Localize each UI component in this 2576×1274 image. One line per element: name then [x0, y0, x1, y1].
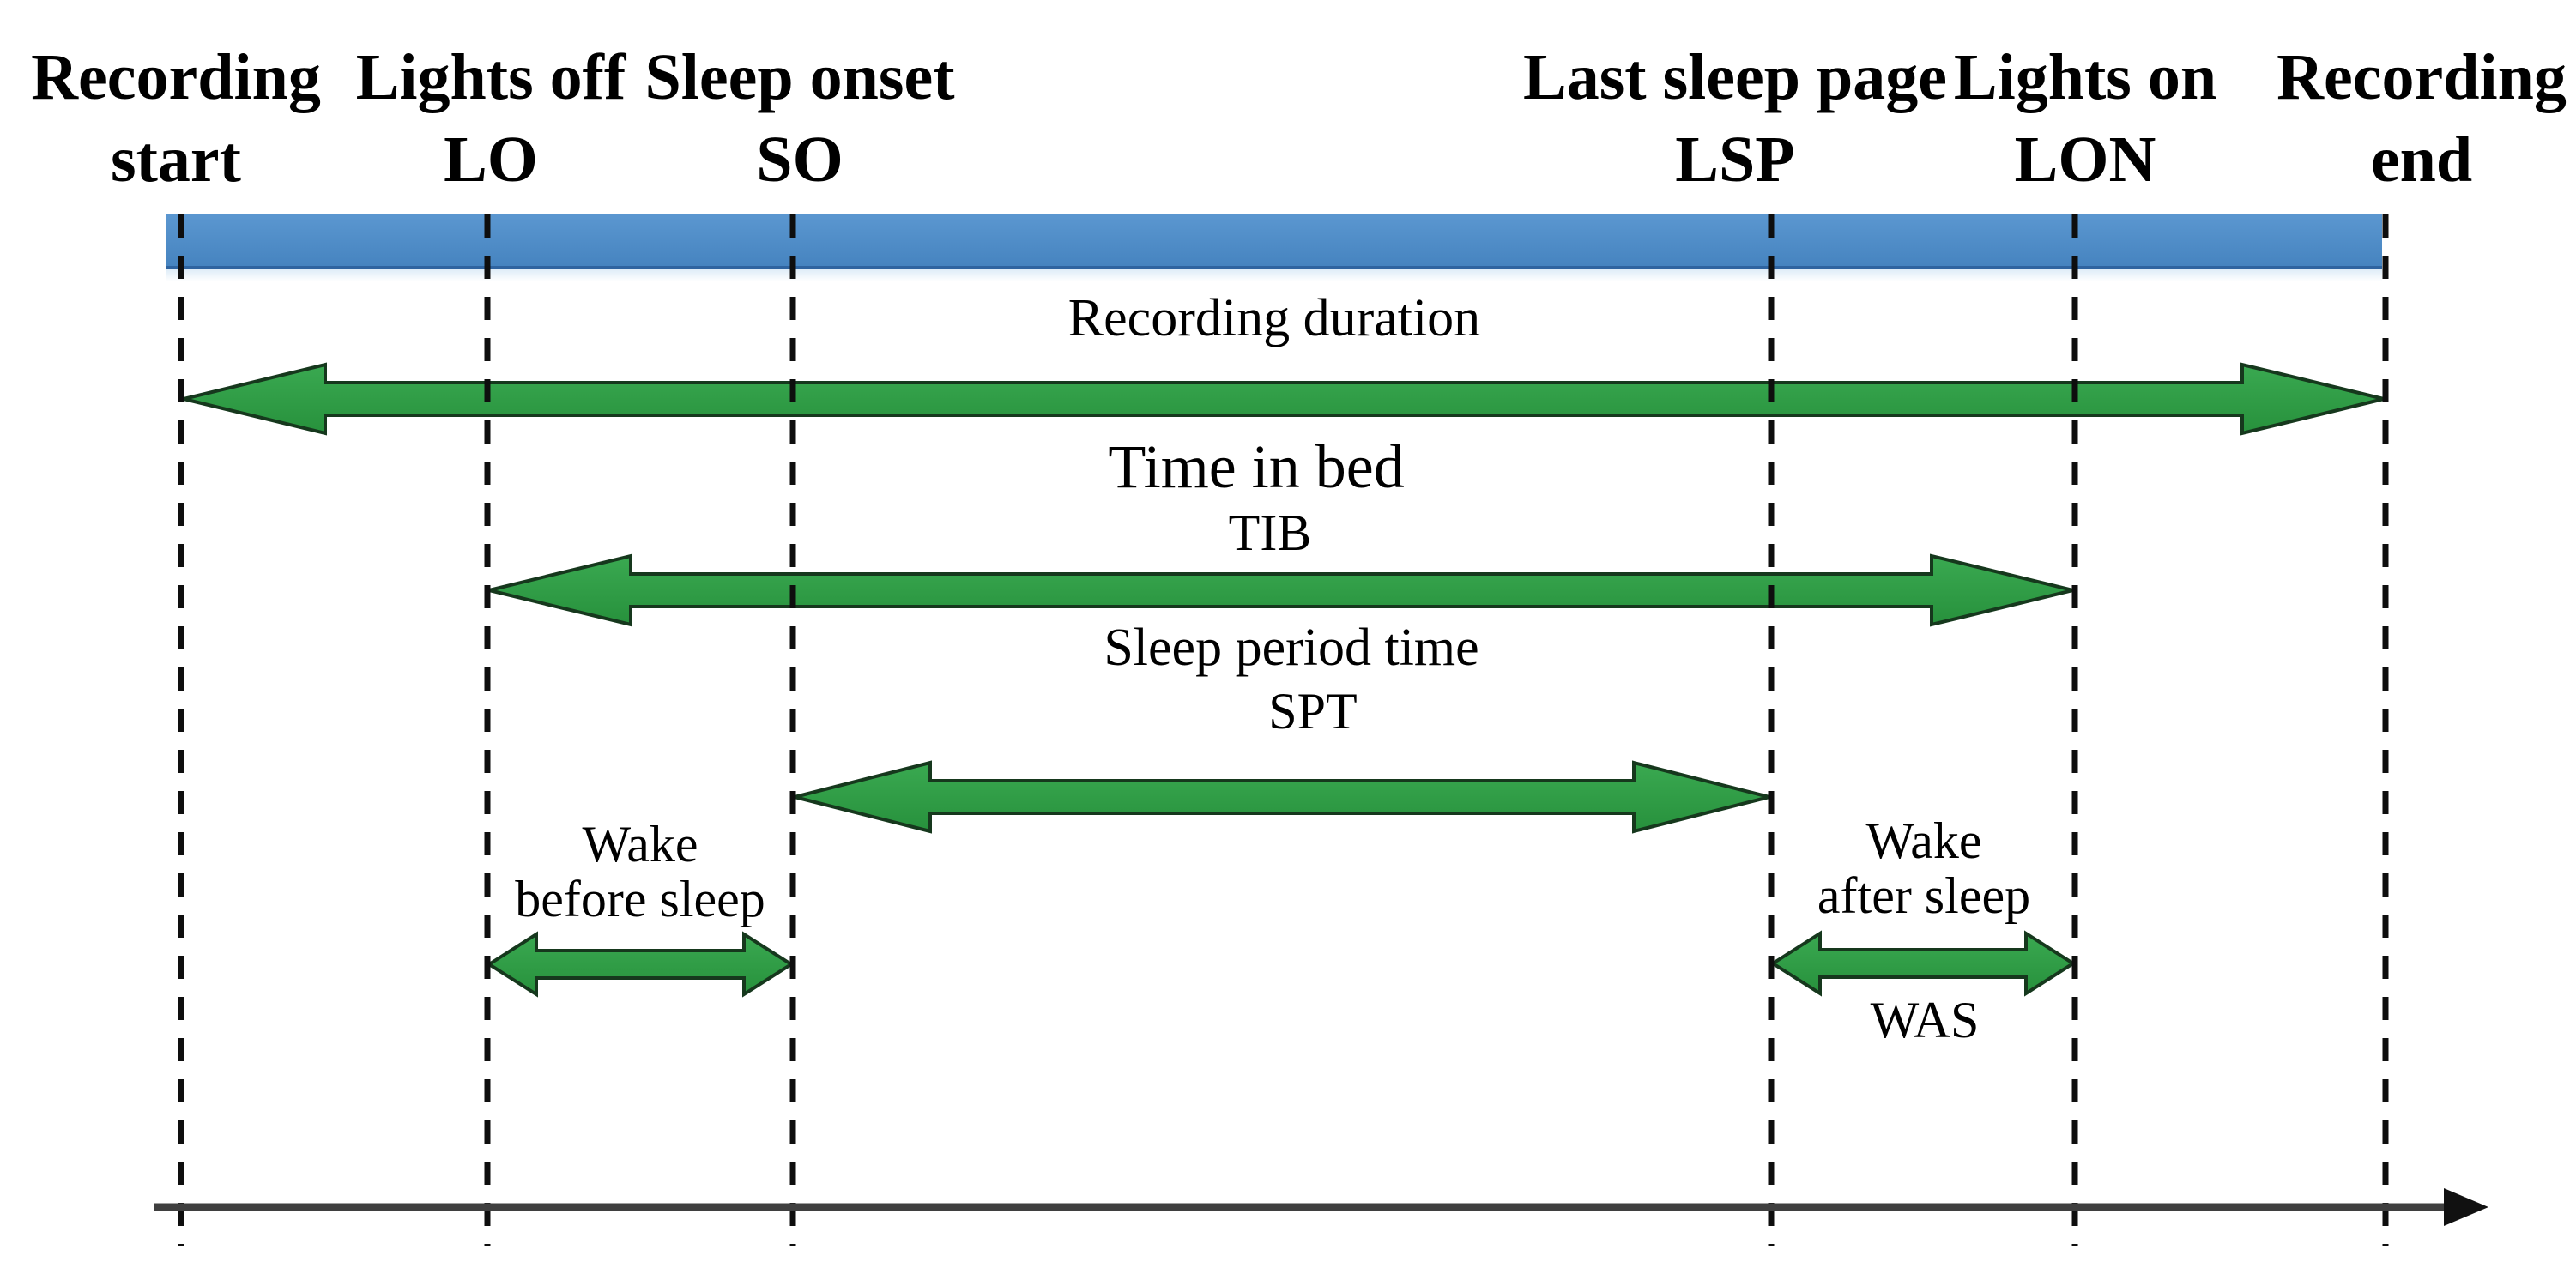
duration-arrow-wake-before-sleep: [486, 931, 795, 998]
axis-arrowhead-icon: [2444, 1188, 2488, 1226]
duration-arrow-recording-duration: [183, 362, 2385, 436]
duration-arrow-sleep-period-time: [794, 760, 1770, 834]
recording-bar: [166, 214, 2382, 269]
duration-arrow-time-in-bed: [488, 553, 2074, 627]
recording-bar-glow: [166, 269, 2382, 281]
duration-arrow-wake-after-sleep: [1769, 930, 2077, 997]
recording-bar-edge: [166, 266, 2382, 269]
